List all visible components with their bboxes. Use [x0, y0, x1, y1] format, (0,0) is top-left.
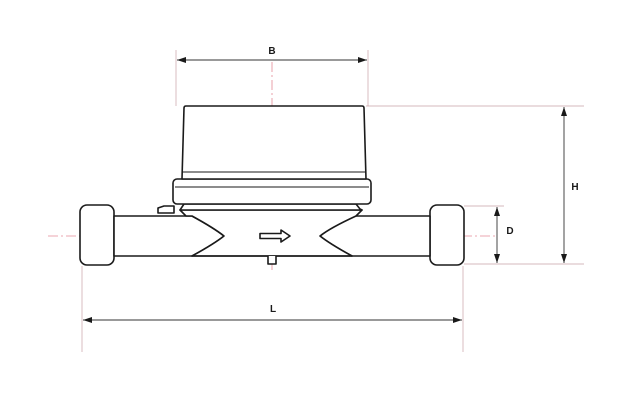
collar-lower-ring: [179, 203, 363, 211]
dimension-labels: B H D L: [268, 46, 578, 315]
dimension-l-label: L: [270, 304, 276, 315]
collar-ring: [172, 178, 372, 205]
meter-body: [79, 105, 465, 266]
left-union-nut: [79, 204, 115, 266]
drain-boss: [267, 256, 277, 265]
dimension-lines: [83, 57, 567, 323]
right-union-nut: [429, 204, 465, 266]
flow-arrow-icon: [259, 229, 291, 243]
extension-lines: [81, 50, 584, 352]
dimension-b-label: B: [268, 46, 275, 57]
register-cap: [181, 105, 367, 180]
seal-tab: [157, 205, 175, 214]
dimension-d-label: D: [506, 226, 513, 237]
dimension-h-label: H: [571, 182, 578, 193]
